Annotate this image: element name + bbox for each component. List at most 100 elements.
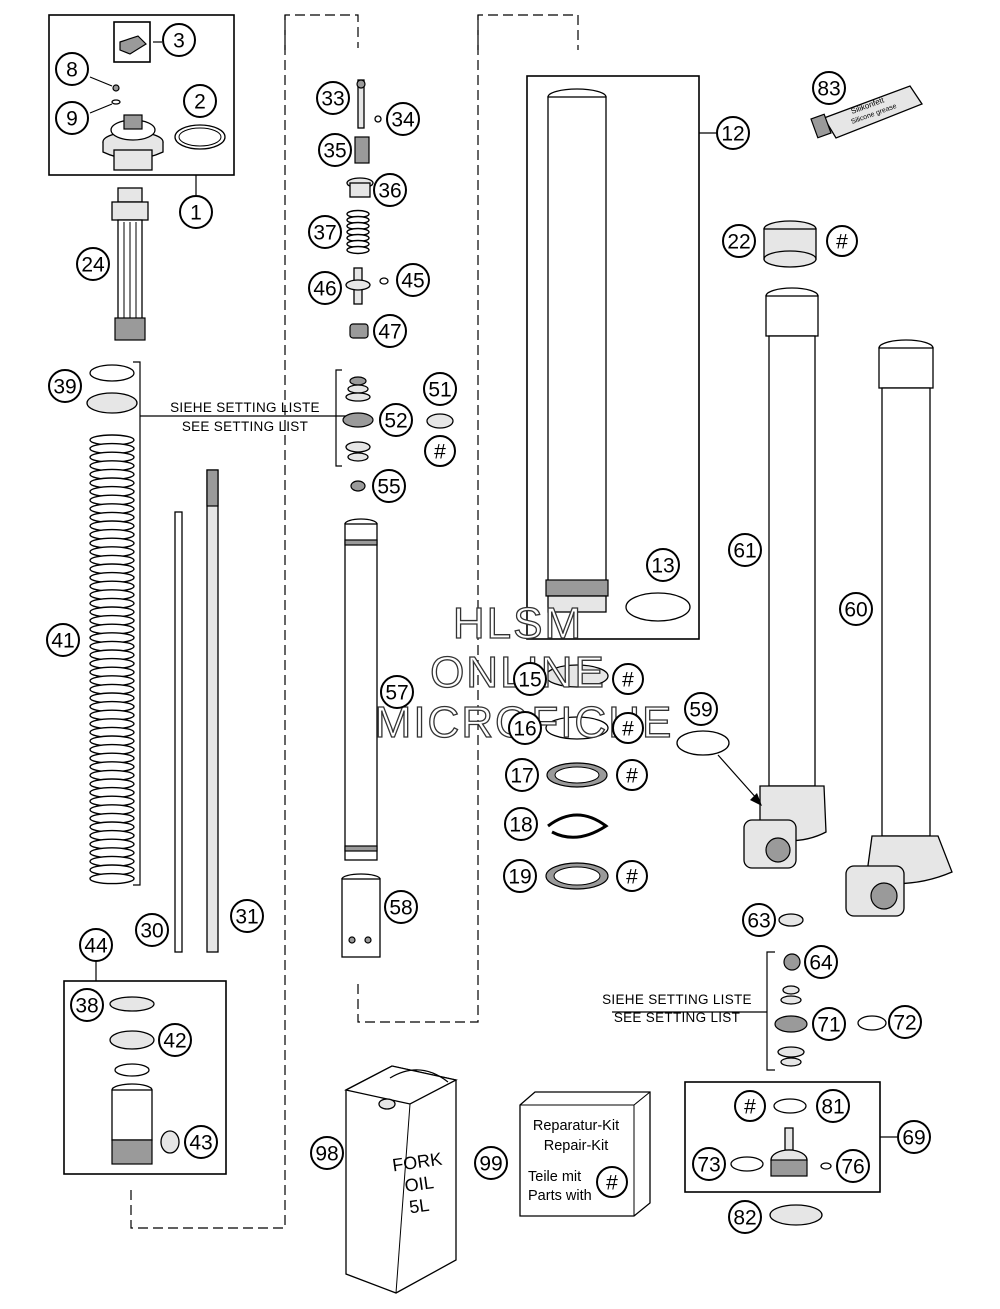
- setting-bracket-mid: [335, 369, 342, 467]
- o-ring-inner-2: [178, 127, 222, 147]
- callout-73: 73: [692, 1147, 726, 1181]
- ring-part-34: [374, 115, 382, 123]
- callout-41: 41: [46, 623, 80, 657]
- callout-19: 19: [503, 859, 537, 893]
- nut-part-47: [349, 323, 369, 339]
- fork-cap-part: [102, 114, 164, 171]
- callout-55: 55: [372, 469, 406, 503]
- callout-37: 37: [308, 215, 342, 249]
- callout-45: 45: [396, 263, 430, 297]
- hash-symbol: #: [622, 718, 634, 741]
- callout-31: 31: [230, 899, 264, 933]
- arrowhead-59: [750, 793, 762, 806]
- spring-part-35: [354, 136, 370, 164]
- callout-63: 63: [742, 903, 776, 937]
- callout-label-52: 52: [384, 410, 407, 433]
- spacer-part-37a: [89, 364, 135, 382]
- callout-label-98: 98: [315, 1143, 338, 1166]
- callout-label-37: 37: [313, 222, 336, 245]
- callout-label-42: 42: [163, 1030, 186, 1053]
- group-box-12: [526, 75, 700, 640]
- callout-69: 69: [897, 1120, 931, 1154]
- washer-part-42: [114, 1063, 150, 1077]
- callout-label-55: 55: [377, 476, 400, 499]
- ring-part-51: [426, 413, 454, 429]
- callout-label-47: 47: [378, 321, 401, 344]
- oil-can-text-3: 5L: [408, 1195, 431, 1218]
- callout-17: 17: [505, 758, 539, 792]
- callout-44: 44: [79, 928, 113, 962]
- hash-callout: #: [734, 1090, 766, 1122]
- bushing-part-41: [160, 1130, 180, 1154]
- ring-part-36: [109, 996, 155, 1012]
- setting-note-de-1: SIEHE SETTING LISTE: [170, 400, 320, 415]
- hash-symbol: #: [622, 669, 634, 692]
- hash-callout-layer: ########: [424, 225, 858, 1198]
- callout-label-58: 58: [389, 897, 412, 920]
- base-valve-part-76: [770, 1127, 808, 1177]
- hash-callout: #: [616, 860, 648, 892]
- callout-64: 64: [804, 945, 838, 979]
- callout-label-34: 34: [391, 109, 415, 132]
- callout-label-1: 1: [190, 202, 202, 225]
- screw-part-8: [112, 84, 120, 92]
- callout-60: 60: [839, 592, 873, 626]
- setting-note-de-2: SIEHE SETTING LISTE: [602, 992, 752, 1007]
- callout-label-35: 35: [323, 140, 346, 163]
- rod-part-31: [206, 469, 219, 953]
- hash-callout: #: [424, 435, 456, 467]
- callout-label-64: 64: [809, 952, 833, 975]
- callout-76: 76: [836, 1149, 870, 1183]
- callout-label-15: 15: [518, 669, 541, 692]
- callout-label-81: 81: [821, 1096, 844, 1119]
- o-ring-part-59: [676, 730, 730, 756]
- kit-line-2: Repair-Kit: [544, 1138, 608, 1154]
- callout-label-76: 76: [841, 1156, 864, 1179]
- setting-note-en-1: SEE SETTING LIST: [182, 419, 308, 434]
- part-39: [109, 1030, 155, 1050]
- callout-35: 35: [318, 133, 352, 167]
- setting-note-en-2: SEE SETTING LIST: [614, 1010, 740, 1025]
- hash-symbol: #: [606, 1172, 618, 1195]
- callout-43: 43: [184, 1125, 218, 1159]
- outer-tube-part-61: [743, 287, 827, 869]
- bushing-part-58: [341, 873, 381, 958]
- nut-part-55: [350, 480, 366, 492]
- callout-8: 8: [55, 52, 89, 86]
- cartridge-part-24: [111, 187, 149, 341]
- valve-stack-part-52: [342, 376, 374, 462]
- callout-layer: 1238912131516171819222430313334353637383…: [46, 23, 931, 1234]
- spring-part-38: [89, 434, 135, 885]
- callout-1: 1: [179, 195, 213, 229]
- bushing-part-46: [346, 177, 374, 198]
- washer-part-76b: [820, 1162, 832, 1170]
- callout-label-60: 60: [844, 599, 867, 622]
- callout-label-71: 71: [817, 1014, 840, 1037]
- valve-stack-part-71: [774, 985, 808, 1067]
- spring-part-44: [346, 209, 370, 255]
- callout-24: 24: [76, 247, 110, 281]
- callout-33: 33: [316, 81, 350, 115]
- callout-61: 61: [728, 533, 762, 567]
- callout-label-22: 22: [727, 231, 750, 254]
- callout-22: 22: [722, 224, 756, 258]
- callout-30: 30: [135, 913, 169, 947]
- group-box-42: [63, 980, 227, 1175]
- washer-part-9: [111, 99, 121, 105]
- dashed-guide-mid: [130, 15, 286, 1229]
- kit-line-4: Parts with: [528, 1188, 592, 1204]
- callout-label-9: 9: [66, 108, 78, 131]
- callout-label-57: 57: [385, 682, 408, 705]
- damper-tube-part-57: [344, 518, 378, 861]
- washer-part-43: [379, 277, 389, 285]
- hash-symbol: #: [434, 441, 446, 464]
- callout-82: 82: [728, 1200, 762, 1234]
- dashed-guide-bottom: [357, 15, 479, 1023]
- o-ring-part-72: [857, 1015, 887, 1031]
- watermark-line-1: HLSM: [453, 599, 583, 648]
- bushing-part-13: [625, 592, 691, 622]
- repair-kit-box-99: Reparatur-Kit Repair-Kit Teile mit Parts…: [519, 1091, 651, 1217]
- oil-can-text-2: OIL: [403, 1172, 435, 1196]
- group-box-3: [113, 21, 151, 63]
- callout-3: 3: [162, 23, 196, 57]
